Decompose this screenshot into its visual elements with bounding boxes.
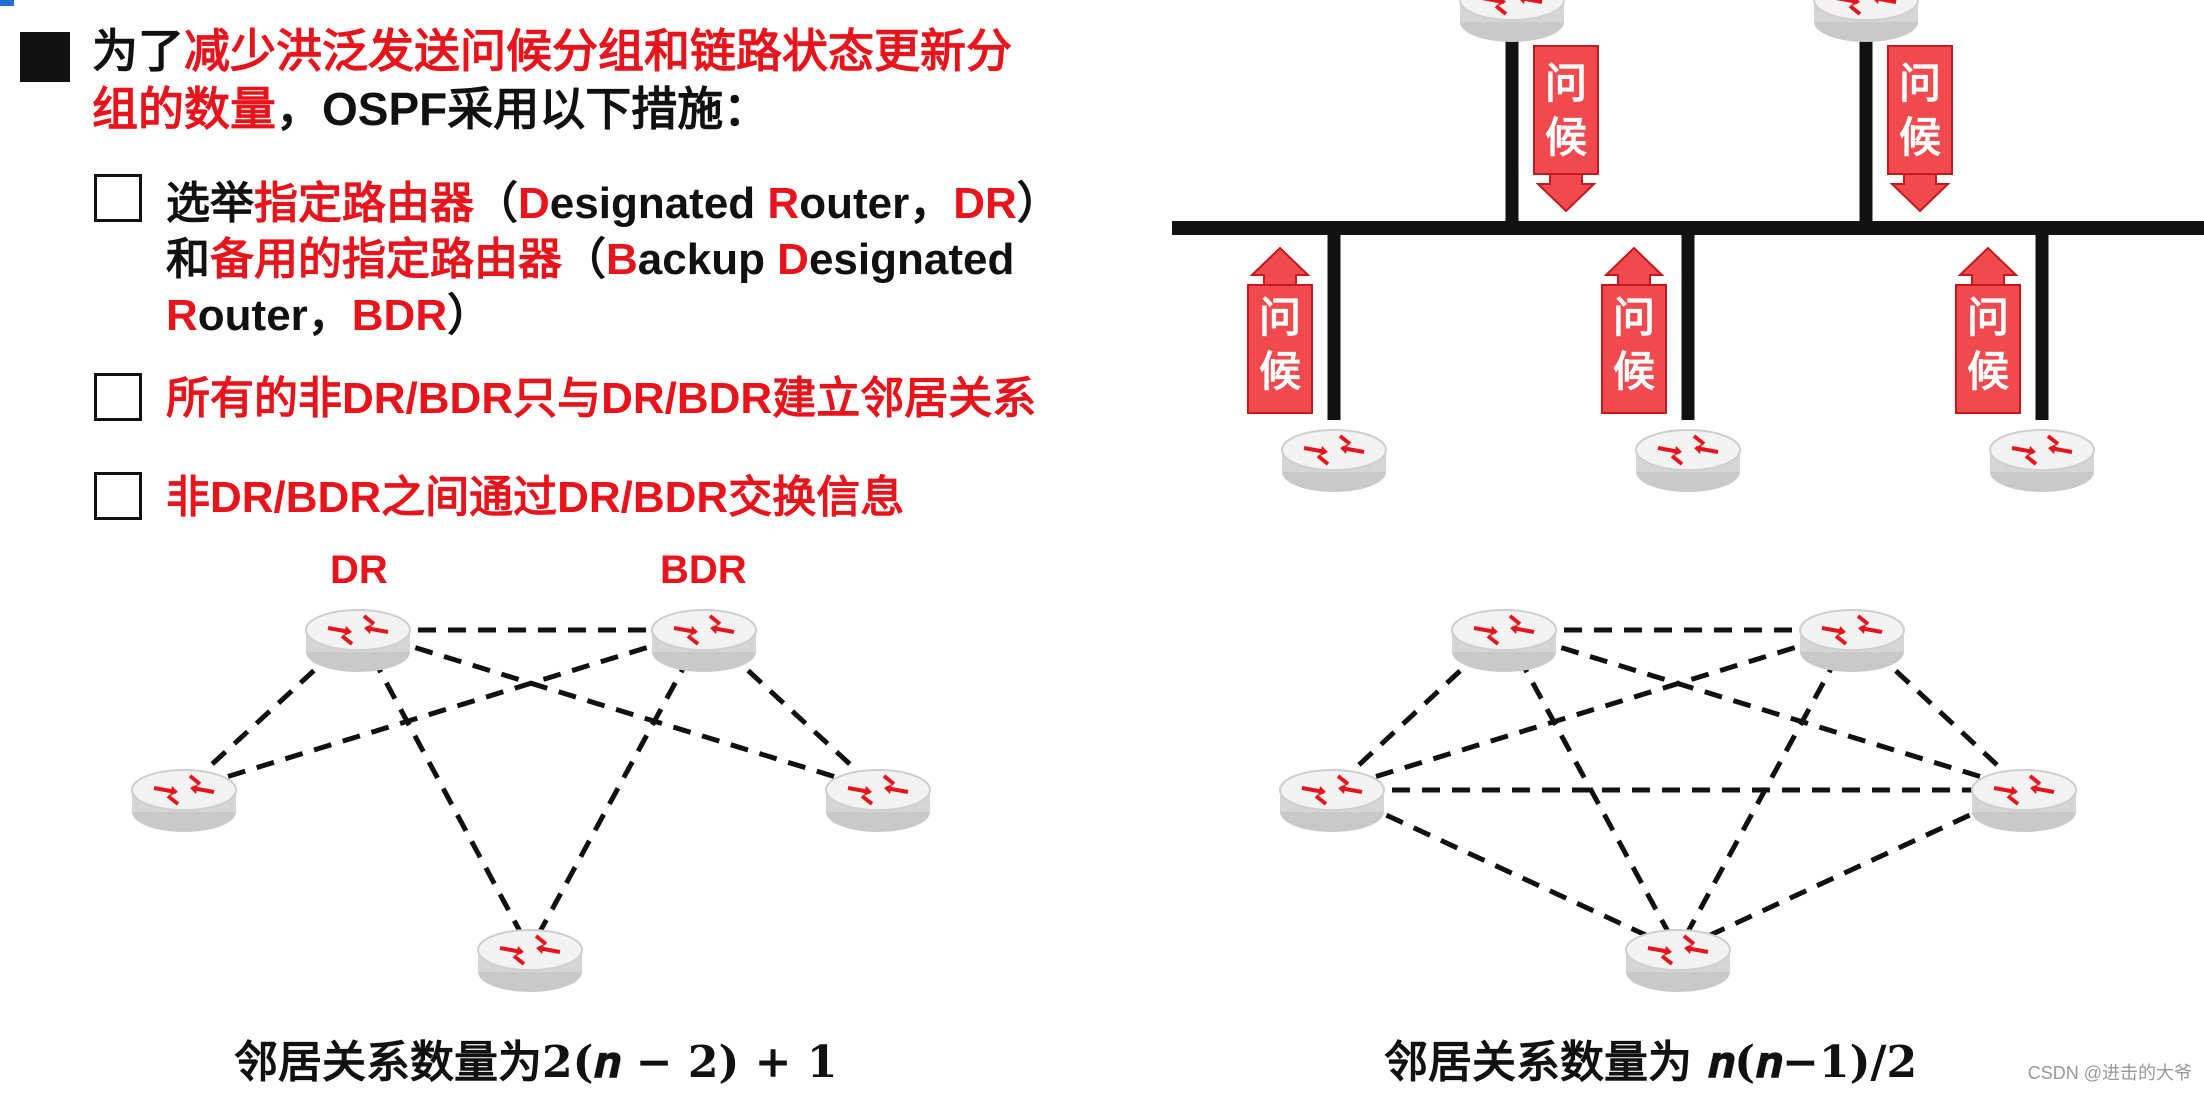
heading-part3: ，OSPF采用以下措施：	[276, 83, 770, 135]
checkbox-measure-3	[94, 472, 142, 520]
adjacency-link	[1331, 627, 1853, 793]
measure-1-text: 选举指定路由器（Designated Router，DR）和备用的指定路由器（B…	[166, 176, 1046, 344]
adjacency-link	[1501, 628, 1681, 952]
adjacency-link	[1330, 787, 1680, 953]
dr-bdr-topology	[182, 627, 880, 952]
router-mesh-3	[1278, 768, 1386, 834]
hello-label: 问候	[1545, 60, 1588, 161]
measure-1-segment: DR	[953, 179, 1017, 228]
adjacency-link	[355, 628, 533, 952]
hello-label: 问候	[1967, 294, 2010, 395]
adjacency-link	[183, 627, 705, 793]
router-top-2	[1812, 0, 1920, 44]
measure-1-segment: ）	[447, 291, 492, 340]
adjacency-link	[357, 627, 879, 793]
watermark: CSDN @进击的大爷	[2027, 1063, 2192, 1083]
measure-1-segment: outer，	[197, 291, 352, 340]
broadcast-network: 问候 问候 问候 问候 问候	[1172, 0, 2204, 494]
checkbox-measure-1	[94, 174, 142, 222]
bdr-label: BDR	[660, 548, 747, 592]
measure-2-segment: 所有的非DR/BDR只与DR/BDR建立邻居关系	[166, 374, 1037, 423]
right-caption-formula: 𝒏(𝒏−1)/2	[1707, 1037, 1918, 1088]
measure-1-segment: ackup	[637, 235, 778, 284]
router-drother-bottom	[476, 928, 584, 994]
left-caption-formula: 2(𝒏 − 2) + 1	[542, 1037, 838, 1088]
router-mesh-2	[1798, 608, 1906, 674]
hello-label: 问候	[1259, 294, 1302, 395]
left-caption-text: 邻居关系数量为	[234, 1038, 542, 1087]
router-mesh-5	[1624, 928, 1732, 994]
adjacency-link	[1503, 627, 2025, 793]
router-bottom-1	[1280, 428, 1388, 494]
measure-1-segment: 备用的指定路由器	[210, 235, 562, 284]
router-drother-right	[824, 768, 932, 834]
router-bottom-3	[1988, 428, 2096, 494]
router-dr	[304, 608, 412, 674]
router-drother-left	[130, 768, 238, 834]
measure-1-segment: D	[777, 235, 809, 284]
measure-1-segment: outer，	[799, 179, 954, 228]
adjacency-link	[527, 628, 707, 952]
measure-1-segment: B	[606, 235, 638, 284]
measure-1-segment: （	[474, 179, 518, 228]
measure-1-segment: 选举	[166, 179, 254, 228]
heading-part1: 为了	[92, 25, 184, 77]
router-mesh-1	[1450, 608, 1558, 674]
corner-accent	[0, 0, 14, 6]
router-mesh-4	[1970, 768, 2078, 834]
measure-1-segment: R	[166, 291, 198, 340]
measure-3-segment: 非DR/BDR之间通过DR/BDR交换信息	[166, 473, 905, 522]
measure-1-segment: esignated	[549, 179, 768, 228]
hello-label: 问候	[1899, 60, 1942, 161]
dr-label: DR	[330, 548, 388, 592]
measure-1-segment: BDR	[351, 291, 448, 340]
measure-1-segment: ）和	[166, 179, 1039, 284]
measure-1-segment: 指定路由器	[254, 179, 474, 228]
hello-label: 问候	[1613, 294, 1656, 395]
heading-bullet	[20, 32, 70, 82]
full-mesh-topology	[1330, 627, 2026, 953]
adjacency-link	[1676, 787, 2026, 953]
router-bdr	[650, 608, 758, 674]
heading-text: 为了减少洪泛发送问候分组和链路状态更新分组的数量，OSPF采用以下措施：	[92, 22, 1052, 138]
measure-3-text: 非DR/BDR之间通过DR/BDR交换信息	[166, 470, 1046, 526]
measure-2-text: 所有的非DR/BDR只与DR/BDR建立邻居关系	[166, 371, 1046, 427]
measure-1-segment: D	[518, 179, 550, 228]
left-caption: 邻居关系数量为2(𝒏 − 2) + 1	[234, 1026, 837, 1090]
right-caption-text: 邻居关系数量为	[1384, 1038, 1692, 1087]
measure-1-segment: esignated	[808, 235, 1015, 284]
right-caption: 邻居关系数量为 𝒏(𝒏−1)/2	[1384, 1026, 1917, 1090]
router-top-1	[1458, 0, 1566, 44]
router-bottom-2	[1634, 428, 1742, 494]
heading-emphasis: 减少洪泛发送问候分组和链路状态更新分组的数量	[92, 25, 1012, 135]
measure-1-segment: （	[562, 235, 606, 284]
measure-1-segment: R	[767, 179, 800, 228]
checkbox-measure-2	[94, 373, 142, 421]
